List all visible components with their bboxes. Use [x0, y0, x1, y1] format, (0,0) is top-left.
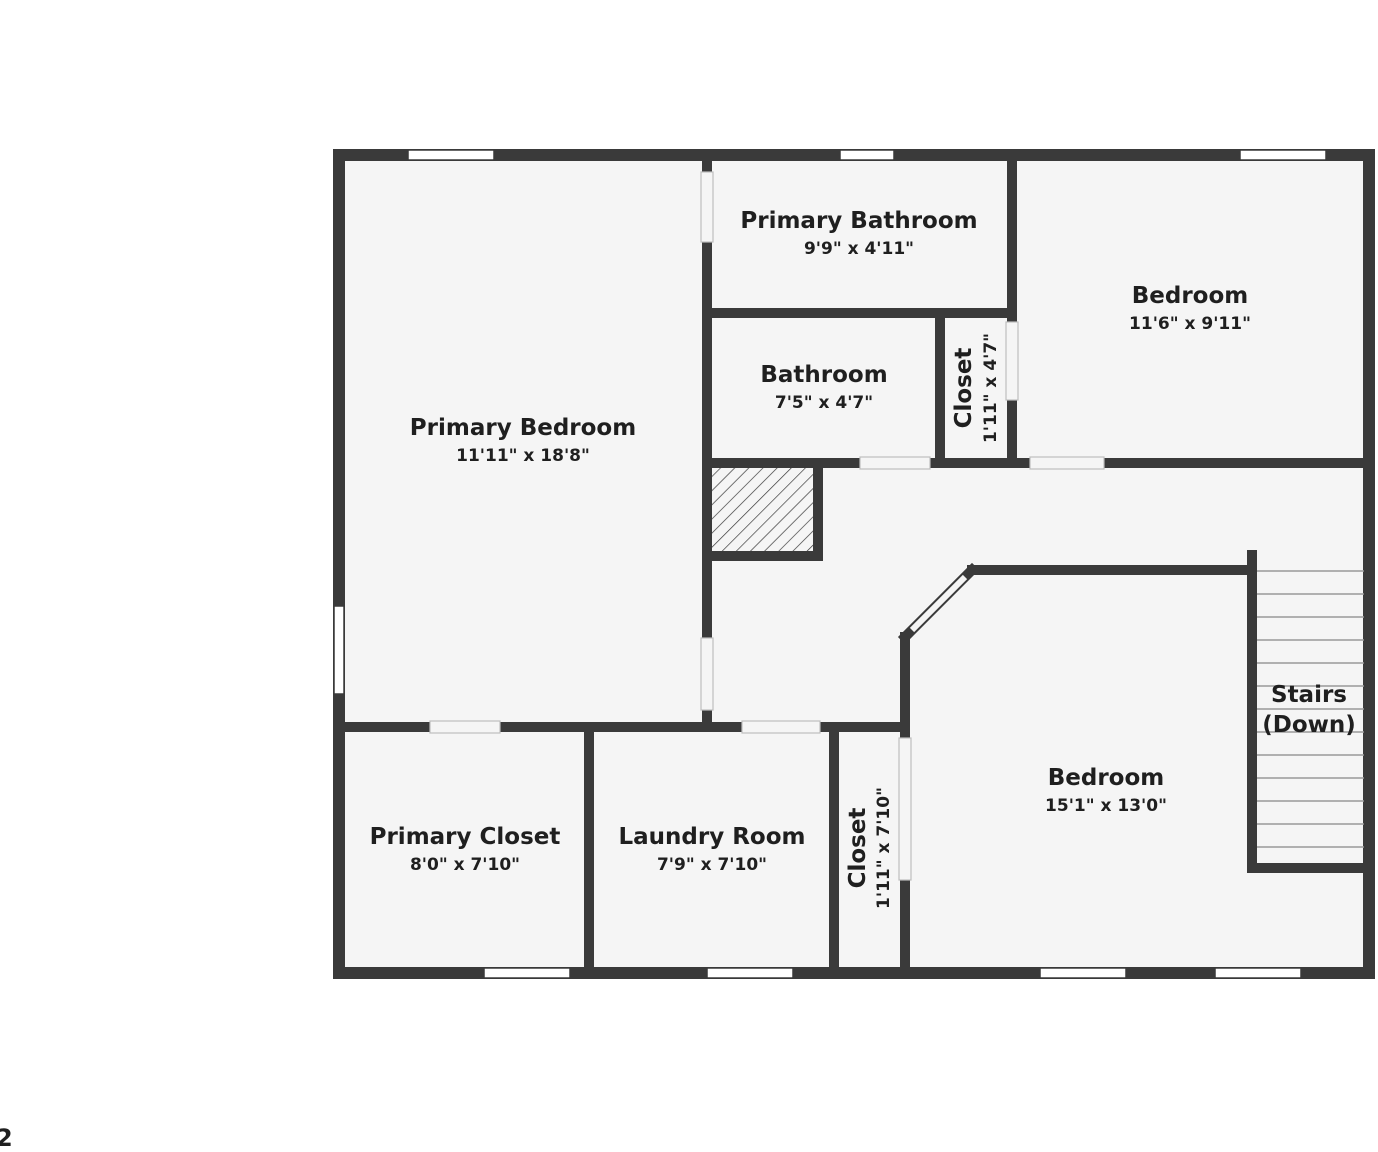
dims-primary-bathroom: 9'9" x 4'11" — [804, 239, 914, 259]
chase-hatch — [712, 468, 813, 551]
door-bath — [860, 457, 930, 469]
window-bottom-4 — [1214, 967, 1302, 979]
label-stairs: Stairs — [1271, 682, 1347, 708]
window-bottom-3 — [1039, 967, 1127, 979]
room-labels: Primary Bedroom 11'11" x 18'8" Primary B… — [370, 208, 1356, 909]
label-stairs-direction: (Down) — [1262, 712, 1356, 738]
dims-laundry-room: 7'9" x 7'10" — [657, 855, 767, 875]
door-closet-low — [899, 738, 911, 880]
door-pcloset — [430, 721, 500, 733]
window-bottom-1 — [483, 967, 571, 979]
label-primary-bedroom: Primary Bedroom — [410, 415, 636, 441]
window-top-2 — [839, 149, 895, 161]
door-pb-hall — [701, 638, 713, 710]
label-primary-closet: Primary Closet — [370, 824, 561, 850]
door-bed-se-diagonal — [909, 574, 968, 633]
window-top-3 — [1239, 149, 1327, 161]
dims-primary-bedroom: 11'11" x 18'8" — [456, 446, 590, 466]
floor-area — [336, 152, 1372, 976]
door-pbath — [701, 172, 713, 242]
windows — [333, 149, 1327, 979]
stairs-treads — [1257, 570, 1364, 848]
door-closet-up — [1006, 322, 1018, 400]
label-bedroom-se: Bedroom — [1048, 765, 1165, 791]
dims-closet-upper: 1'11" x 4'7" — [981, 333, 1001, 443]
label-laundry-room: Laundry Room — [618, 824, 805, 850]
dims-bedroom-se: 15'1" x 13'0" — [1045, 796, 1167, 816]
label-bedroom-ne: Bedroom — [1132, 283, 1249, 309]
dims-primary-closet: 8'0" x 7'10" — [410, 855, 520, 875]
window-top-1 — [407, 149, 495, 161]
label-closet-upper: Closet — [951, 348, 977, 429]
floor-number: 2 — [0, 1124, 13, 1152]
door-frames — [429, 171, 1105, 881]
label-primary-bathroom: Primary Bathroom — [740, 208, 977, 234]
door-bed-ne — [1030, 457, 1104, 469]
window-left-1 — [333, 605, 345, 695]
door-laundry — [742, 721, 820, 733]
label-closet-lower: Closet — [845, 808, 871, 889]
door-openings — [430, 172, 1104, 880]
window-bottom-2 — [706, 967, 794, 979]
dims-bathroom: 7'5" x 4'7" — [775, 393, 873, 413]
dims-bedroom-ne: 11'6" x 9'11" — [1129, 314, 1251, 334]
label-bathroom: Bathroom — [760, 362, 887, 388]
chase-wall — [702, 458, 823, 561]
dims-closet-lower: 1'11" x 7'10" — [874, 787, 894, 909]
